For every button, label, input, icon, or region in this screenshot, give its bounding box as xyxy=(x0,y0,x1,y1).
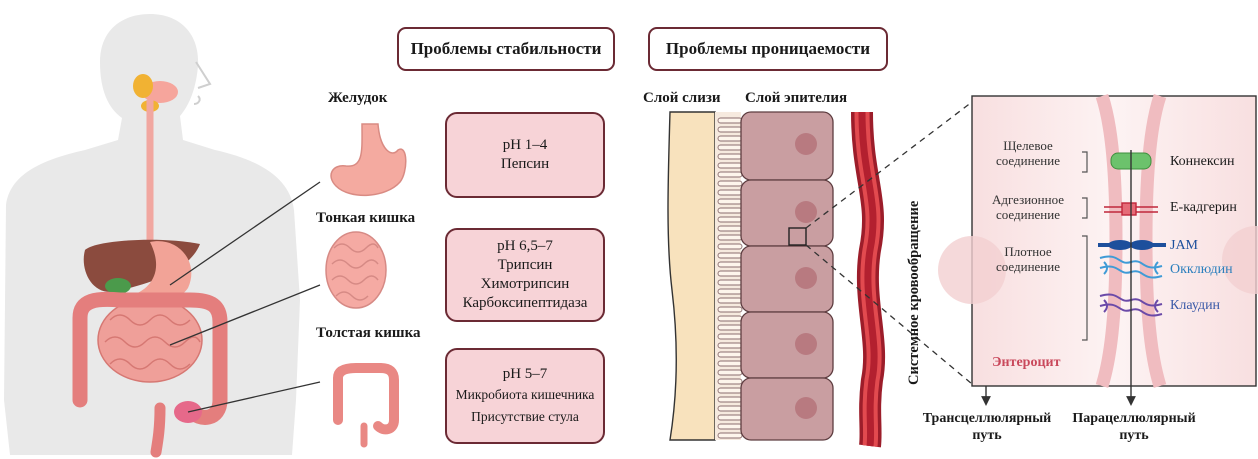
label-gap-junction: Щелевое соединение xyxy=(982,138,1074,168)
microvillus xyxy=(718,361,742,366)
label-connexin: Коннексин xyxy=(1170,154,1235,170)
label-paracellular-path: Парацеллюлярный путь xyxy=(1068,410,1200,444)
label-jam: JAM xyxy=(1170,238,1198,254)
microvillus xyxy=(718,262,742,267)
stomach-conditions-box: pH 1–4 Пепсин xyxy=(445,112,605,198)
microvillus xyxy=(718,208,742,213)
microvillus xyxy=(718,190,742,195)
microvillus xyxy=(718,154,742,159)
label-systemic-circulation: Системное кровообращение xyxy=(906,201,923,385)
microvillus xyxy=(718,253,742,258)
label-epithelium-layer: Слой эпителия xyxy=(745,90,847,107)
microvillus xyxy=(718,316,742,321)
microvillus xyxy=(718,352,742,357)
microvillus xyxy=(718,397,742,402)
microvillus xyxy=(718,172,742,177)
microvillus xyxy=(718,289,742,294)
microvillus xyxy=(718,163,742,168)
microvillus xyxy=(718,406,742,411)
small-intestine-enzyme-2: Химотрипсин xyxy=(481,275,570,294)
small-intestine-conditions-box: pH 6,5–7 Трипсин Химотрипсин Карбоксипеп… xyxy=(445,228,605,322)
label-enterocyte: Энтероцит xyxy=(992,355,1060,371)
blood-vessel xyxy=(862,112,874,446)
microvillus xyxy=(718,136,742,141)
microvillus xyxy=(718,217,742,222)
microvillus xyxy=(718,118,742,123)
microvillus xyxy=(718,415,742,420)
microvillus xyxy=(718,226,742,231)
label-small-intestine: Тонкая кишка xyxy=(316,210,415,227)
microvillus xyxy=(718,235,742,240)
label-e-cadherin: Е-кадгерин xyxy=(1170,200,1237,216)
header-permeability: Проблемы проницаемости xyxy=(648,27,888,71)
microvillus xyxy=(718,433,742,438)
large-intestine-conditions-box: pH 5–7 Микробиота кишечника Присутствие … xyxy=(445,348,605,444)
label-claudin: Клаудин xyxy=(1170,298,1220,314)
large-intestine-ph: pH 5–7 xyxy=(503,365,548,384)
microvillus xyxy=(718,325,742,330)
human-body-illustration xyxy=(4,14,300,455)
microvillus xyxy=(718,280,742,285)
label-adherens-junction: Адгезионное соединение xyxy=(982,192,1074,222)
microvillus xyxy=(718,334,742,339)
small-intestine-icon xyxy=(326,232,386,308)
label-stomach: Желудок xyxy=(328,90,387,107)
label-tight-junction: Плотное соединение xyxy=(986,244,1070,274)
label-large-intestine: Толстая кишка xyxy=(316,325,421,342)
microvillus xyxy=(718,379,742,384)
stomach-enzyme: Пепсин xyxy=(501,155,549,174)
microvillus xyxy=(718,343,742,348)
header-stability: Проблемы стабильности xyxy=(397,27,615,71)
microvillus xyxy=(718,145,742,150)
small-intestine-ph: pH 6,5–7 xyxy=(497,237,553,256)
large-intestine-icon xyxy=(338,368,394,444)
microvillus xyxy=(718,244,742,249)
label-occludin: Окклюдин xyxy=(1170,262,1233,278)
label-transcellular-path: Трансцеллюлярный путь xyxy=(918,410,1056,444)
stomach-icon xyxy=(331,124,406,195)
microvillus xyxy=(718,424,742,429)
microvillus xyxy=(718,127,742,132)
microvillus xyxy=(718,298,742,303)
intestinal-wall xyxy=(668,112,833,440)
stomach-ph: pH 1–4 xyxy=(503,136,548,155)
small-intestine-enzyme-1: Трипсин xyxy=(498,256,553,275)
microvillus xyxy=(718,307,742,312)
small-intestine-enzyme-3: Карбоксипептидаза xyxy=(463,294,588,313)
microvillus xyxy=(718,370,742,375)
microvillus xyxy=(718,271,742,276)
microvillus xyxy=(718,388,742,393)
microvillus xyxy=(718,181,742,186)
microvillus xyxy=(718,199,742,204)
label-mucus-layer: Слой слизи xyxy=(643,90,721,107)
large-intestine-stool: Присутствие стула xyxy=(471,406,579,428)
large-intestine-microbiota: Микробиота кишечника xyxy=(456,384,595,406)
